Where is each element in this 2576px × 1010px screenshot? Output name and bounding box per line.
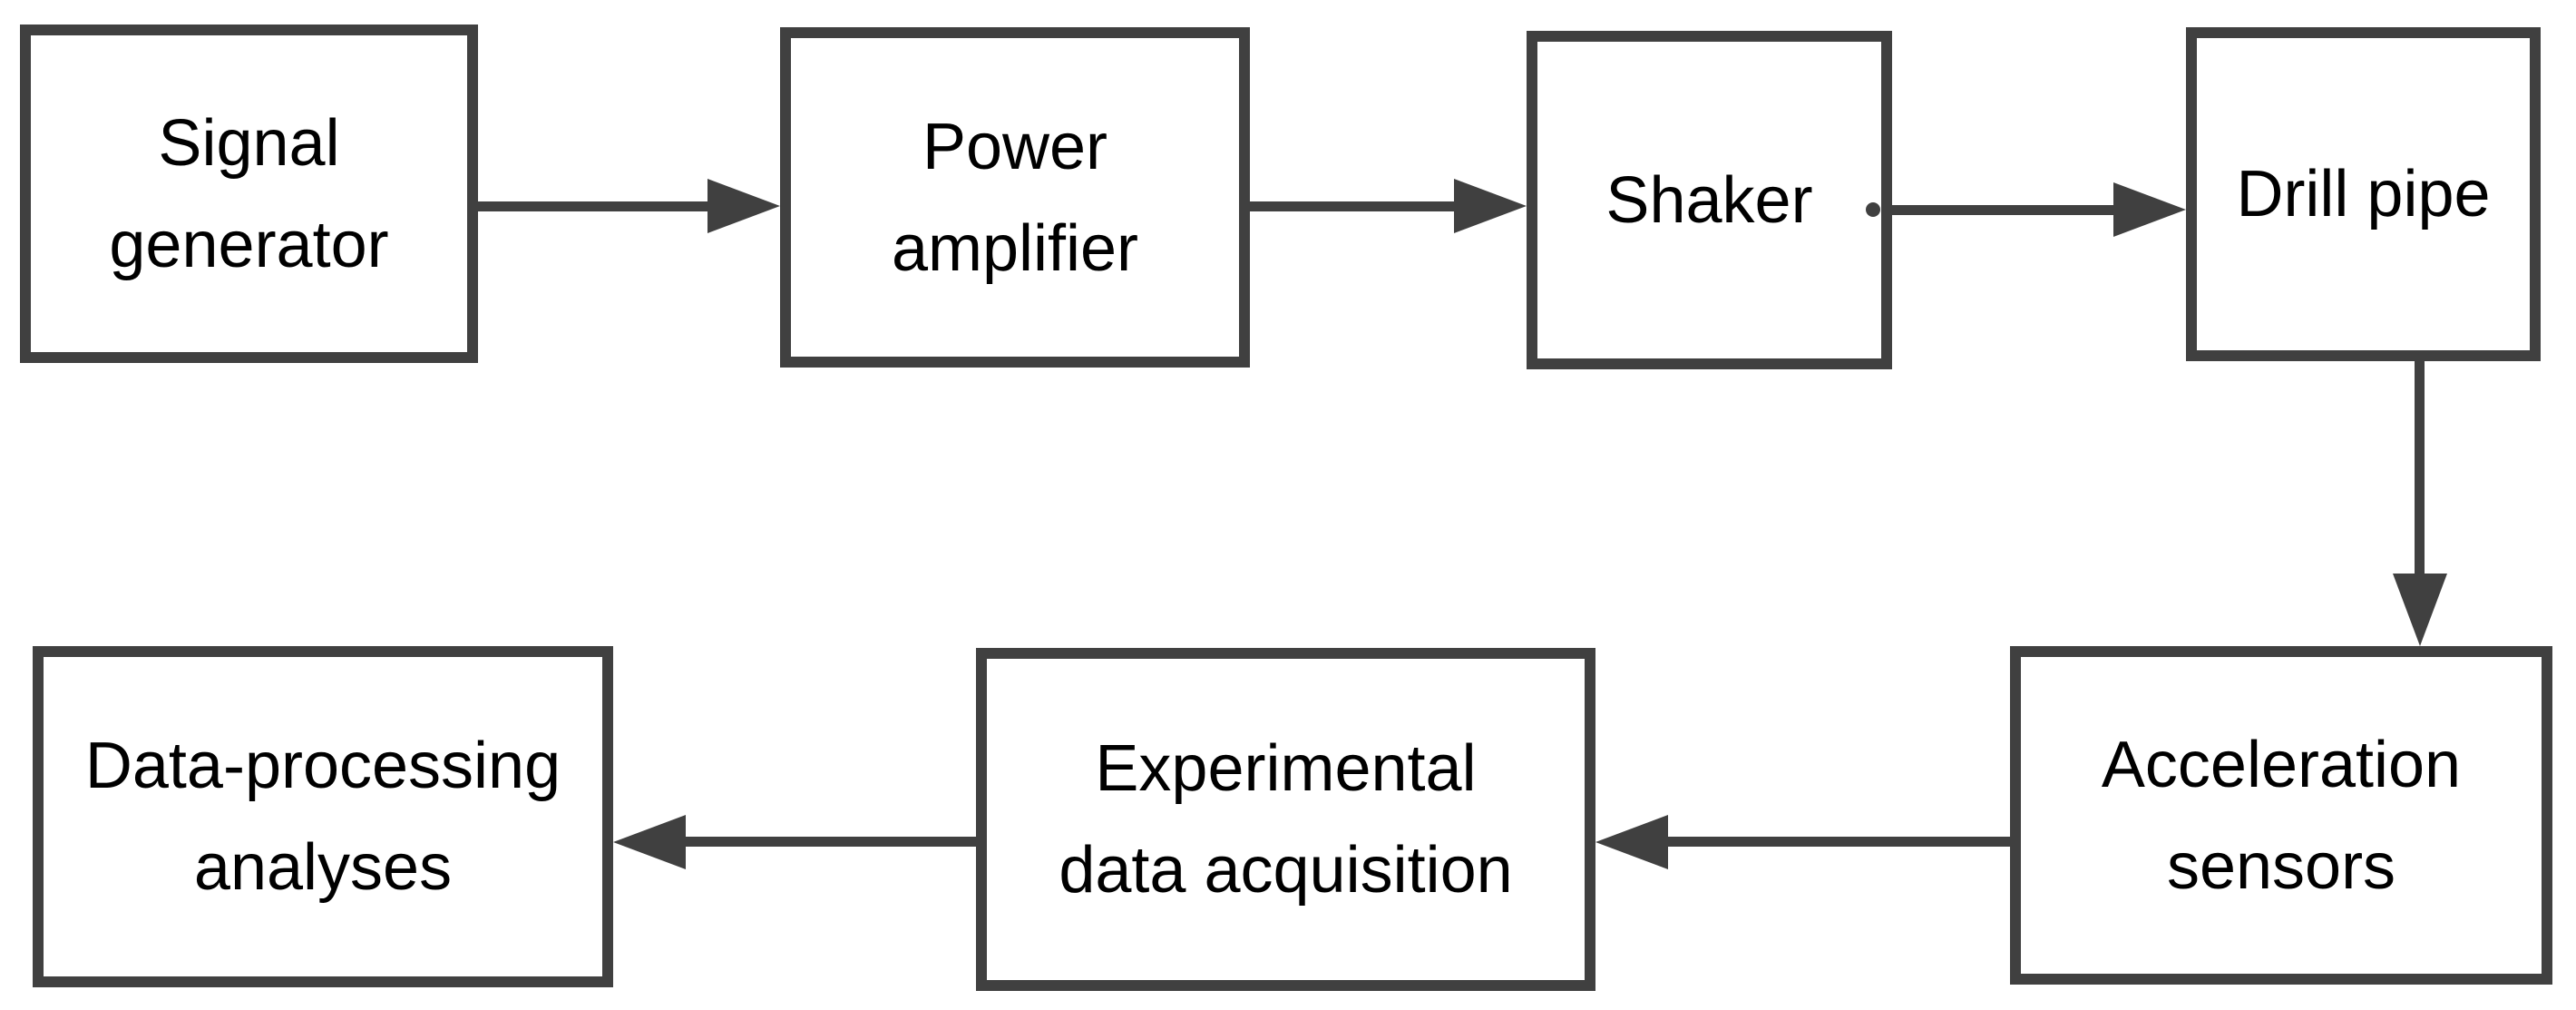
arrow-acquisition-to-analyses-line: [686, 837, 981, 847]
arrow-acquisition-to-analyses-head-icon: [613, 815, 686, 869]
arrow-power-to-shaker-line: [1244, 201, 1454, 211]
flow-box-experimental-data-acquisition: Experimental data acquisition: [976, 648, 1595, 991]
flow-box-signal-generator: Signal generator: [20, 25, 478, 363]
box-label-experimental-data-acquisition: Experimental data acquisition: [1059, 732, 1513, 907]
arrow-sensors-to-acquisition-head-icon: [1595, 815, 1668, 869]
box-label-drill-pipe: Drill pipe: [2236, 158, 2491, 230]
arrow-drillpipe-to-sensors-head-icon: [2393, 574, 2447, 646]
box-label-data-processing-analyses: Data-processing analyses: [84, 730, 561, 904]
box-label-shaker: Shaker: [1605, 163, 1813, 237]
arrow-signal-to-power-line: [473, 201, 707, 211]
flow-box-acceleration-sensors: Acceleration sensors: [2010, 646, 2552, 985]
box-label-power-amplifier: Power amplifier: [891, 110, 1139, 285]
flow-box-shaker: Shaker: [1527, 31, 1892, 369]
arrow-shaker-to-drillpipe-head-icon: [2113, 182, 2186, 237]
box-label-signal-generator: Signal generator: [109, 106, 389, 281]
flow-box-drill-pipe: Drill pipe: [2186, 27, 2541, 361]
arrow-power-to-shaker-head-icon: [1454, 179, 1527, 233]
box-label-acceleration-sensors: Acceleration sensors: [2101, 728, 2462, 903]
flow-box-power-amplifier: Power amplifier: [780, 27, 1250, 368]
arrow-shaker-to-drillpipe-line: [1887, 205, 2113, 215]
arrow-sensors-to-acquisition-line: [1668, 837, 2015, 847]
arrow-signal-to-power-head-icon: [707, 179, 780, 233]
flow-box-data-processing-analyses: Data-processing analyses: [33, 646, 613, 987]
arrow-drillpipe-to-sensors-line: [2415, 356, 2425, 574]
connector-start-dot: [1866, 202, 1880, 217]
